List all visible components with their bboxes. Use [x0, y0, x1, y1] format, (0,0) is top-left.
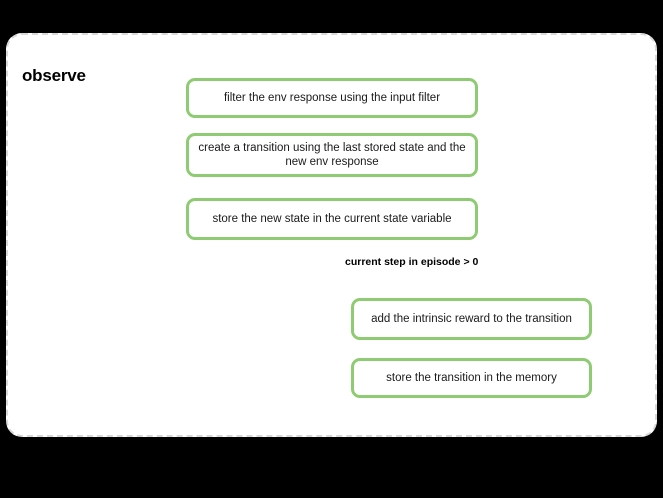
node-store-new-state[interactable]: store the new state in the current state…: [186, 198, 478, 240]
node-store-transition-memory[interactable]: store the transition in the memory: [351, 358, 592, 398]
node-create-transition[interactable]: create a transition using the last store…: [186, 133, 478, 177]
page-title: observe: [22, 66, 86, 85]
node-filter-env-response[interactable]: filter the env response using the input …: [186, 78, 478, 118]
node-add-intrinsic-reward[interactable]: add the intrinsic reward to the transiti…: [351, 298, 592, 340]
edge-condition-label: current step in episode > 0: [345, 256, 479, 268]
